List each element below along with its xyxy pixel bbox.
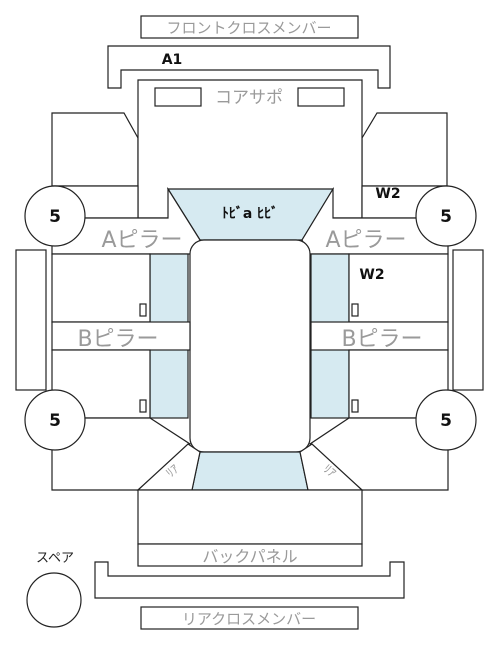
front-cross-member-box bbox=[140, 15, 359, 39]
b-pillar-left-band bbox=[51, 321, 191, 351]
wheel-front-right bbox=[415, 185, 477, 247]
spare-tire bbox=[26, 572, 82, 628]
core-support-label: コアサポ bbox=[215, 88, 283, 108]
wheel-rear-right bbox=[415, 389, 477, 451]
right-front-door-handle bbox=[351, 303, 359, 317]
rear-cross-member-label: リアクロスメンバー bbox=[182, 610, 316, 628]
left-headlight bbox=[154, 87, 202, 107]
wheel-front-right-value: 5 bbox=[440, 207, 452, 227]
right-front-fender bbox=[361, 112, 448, 187]
a-pillar-right-label: Aピラー bbox=[325, 228, 406, 253]
w2-lower-label: W2 bbox=[359, 267, 384, 283]
wheel-rear-left-value: 5 bbox=[49, 411, 61, 431]
b-pillar-right-label: Bピラー bbox=[341, 327, 422, 352]
spare-label: スペア bbox=[36, 551, 74, 566]
b-pillar-left-label: Bピラー bbox=[77, 327, 158, 352]
front-glass-label: ﾄﾋﾞa ﾋﾋﾞ bbox=[222, 205, 278, 222]
left-front-door-handle bbox=[139, 303, 147, 317]
cabin-center bbox=[189, 239, 311, 453]
front-cross-member-label: フロントクロスメンバー bbox=[166, 19, 331, 37]
rear-cross-member-box bbox=[140, 606, 359, 630]
a-pillar-left-label: Aピラー bbox=[101, 228, 182, 253]
left-rear-door-handle bbox=[139, 399, 147, 413]
wheel-rear-right-value: 5 bbox=[440, 411, 452, 431]
right-front-door bbox=[348, 253, 449, 323]
left-side-sill bbox=[15, 249, 47, 391]
rear-window bbox=[191, 451, 309, 491]
right-rear-door-handle bbox=[351, 399, 359, 413]
right-side-sill bbox=[452, 249, 484, 391]
wheel-front-left bbox=[24, 185, 86, 247]
back-panel-box bbox=[137, 543, 363, 567]
wheel-front-left-value: 5 bbox=[49, 207, 61, 227]
rear-bumper-bracket bbox=[94, 561, 405, 599]
front-bumper-bracket bbox=[107, 45, 391, 89]
left-front-door bbox=[51, 253, 151, 323]
left-front-fender bbox=[51, 112, 139, 187]
back-panel-label: バックパネル bbox=[202, 547, 297, 566]
trunk-area bbox=[137, 489, 363, 545]
a1-label: A1 bbox=[162, 52, 183, 68]
w2-upper-label: W2 bbox=[375, 186, 400, 202]
wheel-rear-left bbox=[24, 389, 86, 451]
right-headlight bbox=[297, 87, 345, 107]
